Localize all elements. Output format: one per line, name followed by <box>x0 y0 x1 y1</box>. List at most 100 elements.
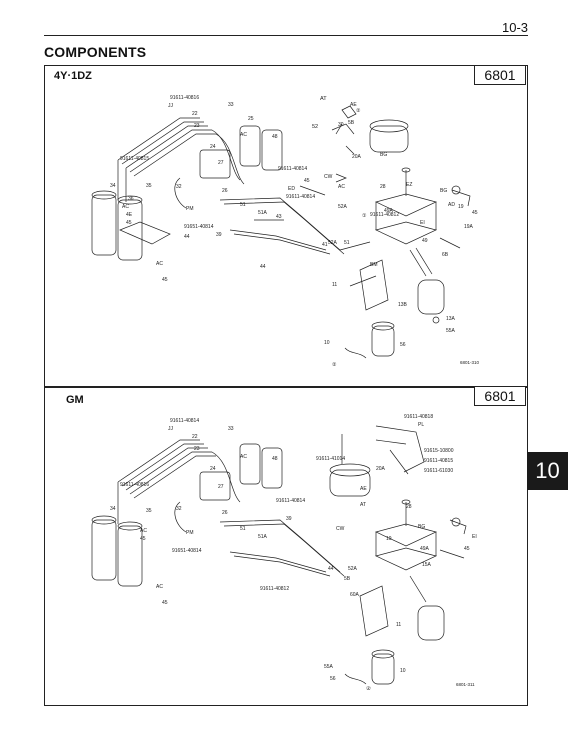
callout: 52 <box>312 124 318 130</box>
callout: 49 <box>422 238 428 244</box>
callout: 11 <box>332 282 337 288</box>
callout: BG <box>418 524 425 530</box>
callout: 91615-10800 <box>424 448 454 454</box>
callout: AC <box>156 261 163 267</box>
callout: 91611-61030 <box>424 468 453 474</box>
callout: 10 <box>324 340 330 346</box>
callouts-gm: 91611-40814 JJ 33 22 23 24 34 35 AC 48 9… <box>110 414 477 692</box>
callout: 45 <box>126 220 132 226</box>
callout: 28 <box>406 504 412 510</box>
callout: CW <box>336 526 345 532</box>
callout: 5B <box>348 120 355 126</box>
callout: 52A <box>338 204 348 210</box>
callout: ② <box>356 108 361 114</box>
callout: 51A <box>258 534 268 540</box>
callout: 91611-40816 <box>170 95 199 101</box>
callout: 22 <box>192 111 198 117</box>
callout: 91611-40814 <box>170 418 199 424</box>
callout: 24 <box>210 144 216 150</box>
callout: 23 <box>194 446 200 452</box>
callout: 30 <box>338 122 344 128</box>
callout: 13A <box>446 316 456 322</box>
callout: 13B <box>398 302 408 308</box>
callout: AC <box>240 132 247 138</box>
callout: BM <box>370 262 378 268</box>
callouts-4y-1dz: 91611-40816 JJ 33 22 23 24 25 AC 48 9161… <box>110 95 478 368</box>
callout: 91611-40814 <box>278 166 307 172</box>
callout: AD <box>448 202 455 208</box>
callout: 52A <box>348 566 358 572</box>
callout: 19 <box>458 204 464 210</box>
callout: 45 <box>464 546 470 552</box>
callout: PM <box>186 530 194 536</box>
callout: AE <box>350 102 357 108</box>
callout: 6B <box>442 252 449 258</box>
callout: 45 <box>140 536 146 542</box>
callout: EI <box>420 220 425 226</box>
callout: BG <box>380 152 387 158</box>
callout: 25 <box>248 116 254 122</box>
callout: 91611-40812 <box>370 212 399 218</box>
callout: 44 <box>260 264 266 270</box>
callout: 34 <box>110 183 116 189</box>
callout: 4E <box>126 212 133 218</box>
callout: 24 <box>210 466 216 472</box>
callout: 33 <box>228 426 234 432</box>
figure-code: 6801-310 <box>460 360 480 365</box>
callout: 44 <box>184 234 190 240</box>
callout: 11 <box>396 622 401 628</box>
callout: 19A <box>464 224 474 230</box>
panel-label-gm: GM <box>66 394 84 406</box>
panel-code-bottom: 6801 <box>474 386 526 406</box>
callout: AT <box>320 96 327 102</box>
exploded-diagram-4y-1dz: 91611-40816 JJ 33 22 23 24 25 AC 48 9161… <box>91 95 480 368</box>
callout: 35 <box>146 183 152 189</box>
callout: EZ <box>406 182 412 188</box>
panel-divider <box>44 386 528 388</box>
callout: 39 <box>216 232 222 238</box>
callout: EI <box>472 534 477 540</box>
callout: 27 <box>218 484 224 490</box>
callout: 33 <box>228 102 234 108</box>
callout: 45 <box>162 600 168 606</box>
callout: 36 <box>128 196 134 202</box>
callout: JJ <box>168 103 174 109</box>
callout: ED <box>288 186 295 192</box>
callout: AC <box>338 184 345 190</box>
callout: 41 <box>322 242 328 248</box>
callout: 22 <box>192 434 198 440</box>
callout: AC <box>122 204 129 210</box>
callout: 91611-40818 <box>404 414 433 420</box>
callout: 91651-40814 <box>172 548 202 554</box>
page-number: 10-3 <box>502 20 529 35</box>
callout: 51 <box>240 526 246 532</box>
callout: ② <box>366 685 371 692</box>
callout: 91611-40816 <box>120 482 149 488</box>
callout: AE <box>360 486 367 492</box>
callout: 51 <box>240 202 246 208</box>
callout: 26 <box>222 188 228 194</box>
diagram-linework <box>91 105 471 359</box>
diagram-linework <box>91 425 467 685</box>
callout: 32 <box>176 184 182 190</box>
callout: 48 <box>272 456 278 462</box>
callout: 5B <box>344 576 351 582</box>
callout: PM <box>186 206 194 212</box>
callout: 91611-40812 <box>260 586 289 592</box>
callout: 51 <box>344 240 350 246</box>
callout: 45 <box>304 178 310 184</box>
callout: 15A <box>422 562 432 568</box>
callout: 91611-40815 <box>120 156 149 162</box>
callout: AT <box>360 502 366 508</box>
panel-label-4y-1dz: 4Y·1DZ <box>54 70 92 82</box>
callout: 27 <box>218 160 224 166</box>
callout: 45 <box>162 277 168 283</box>
callout: 55A <box>324 664 334 670</box>
callout: ② <box>332 362 337 368</box>
callout: JJ <box>168 426 174 432</box>
callout: 26 <box>222 510 228 516</box>
callout: 91611-41014 <box>316 456 345 462</box>
panel-code-top: 6801 <box>474 65 526 85</box>
callout: 55A <box>446 328 456 334</box>
callout: 10 <box>400 668 406 674</box>
